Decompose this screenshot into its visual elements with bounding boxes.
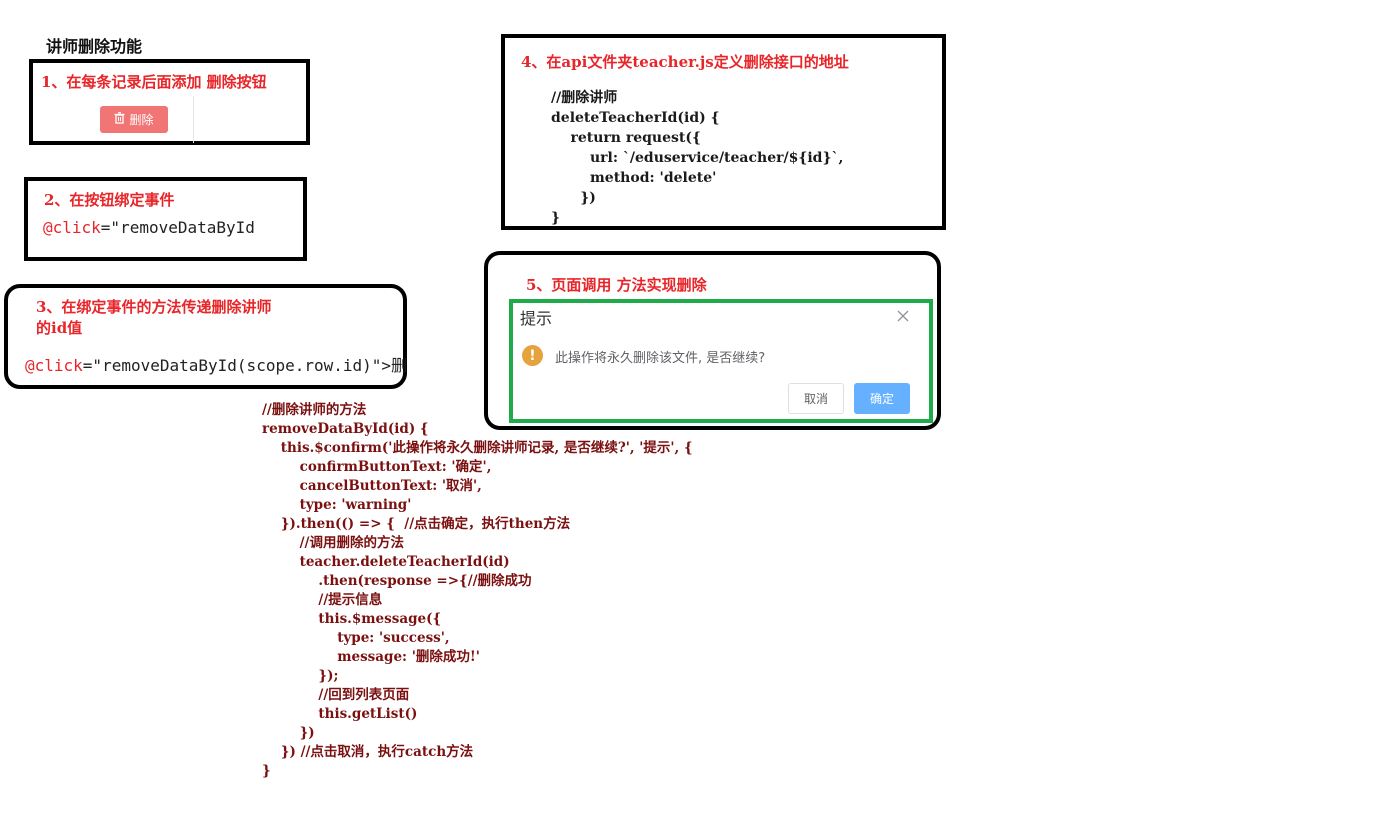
step3-title-line2: 的id值 <box>36 319 83 337</box>
step3-title-line1: 3、在绑定事件的方法传递删除讲师 <box>36 298 272 316</box>
binding-value: ="removeDataById(scope.row.id)">删 <box>82 356 408 375</box>
page-title: 讲师删除功能 <box>46 37 143 56</box>
step2-title: 2、在按钮绑定事件 <box>44 191 175 209</box>
step5-box: 5、页面调用 方法实现删除 提示 ! 此操作将永久删除该文件, 是否继续? 取消… <box>484 251 941 430</box>
warning-icon: ! <box>522 345 543 366</box>
step1-title: 1、在每条记录后面添加 删除按钮 <box>41 73 267 91</box>
step1-box: 1、在每条记录后面添加 删除按钮 删除 <box>29 59 310 145</box>
dialog-title: 提示 <box>520 309 553 328</box>
confirm-dialog: 提示 ! 此操作将永久删除该文件, 是否继续? 取消 确定 <box>509 299 933 423</box>
confirm-button[interactable]: 确定 <box>854 383 910 414</box>
step4-title: 4、在api文件夹teacher.js定义删除接口的地址 <box>521 53 849 71</box>
step3-box: 3、在绑定事件的方法传递删除讲师 的id值 @click="removeData… <box>4 284 407 389</box>
dialog-message: 此操作将永久删除该文件, 是否继续? <box>555 351 766 366</box>
step2-box: 2、在按钮绑定事件 @click="removeDataById <box>24 177 307 261</box>
table-divider <box>193 96 194 143</box>
at-click-keyword: @click <box>43 218 101 237</box>
trash-icon <box>114 112 125 127</box>
delete-button-label: 删除 <box>129 113 154 127</box>
step2-click-binding: @click="removeDataById <box>43 218 255 237</box>
cancel-button[interactable]: 取消 <box>788 383 844 414</box>
step4-box: 4、在api文件夹teacher.js定义删除接口的地址 //删除讲师 dele… <box>501 34 946 230</box>
close-icon[interactable] <box>896 308 910 322</box>
at-click-keyword: @click <box>25 356 83 375</box>
delete-button[interactable]: 删除 <box>100 106 168 133</box>
step5-title: 5、页面调用 方法实现删除 <box>526 276 707 294</box>
binding-value: ="removeDataById <box>100 218 255 237</box>
api-code-block: //删除讲师 deleteTeacherId(id) { return requ… <box>551 90 844 226</box>
step3-click-binding: @click="removeDataById(scope.row.id)">删 <box>25 352 407 376</box>
remove-method-code: //删除讲师的方法 removeDataById(id) { this.$con… <box>262 402 693 779</box>
